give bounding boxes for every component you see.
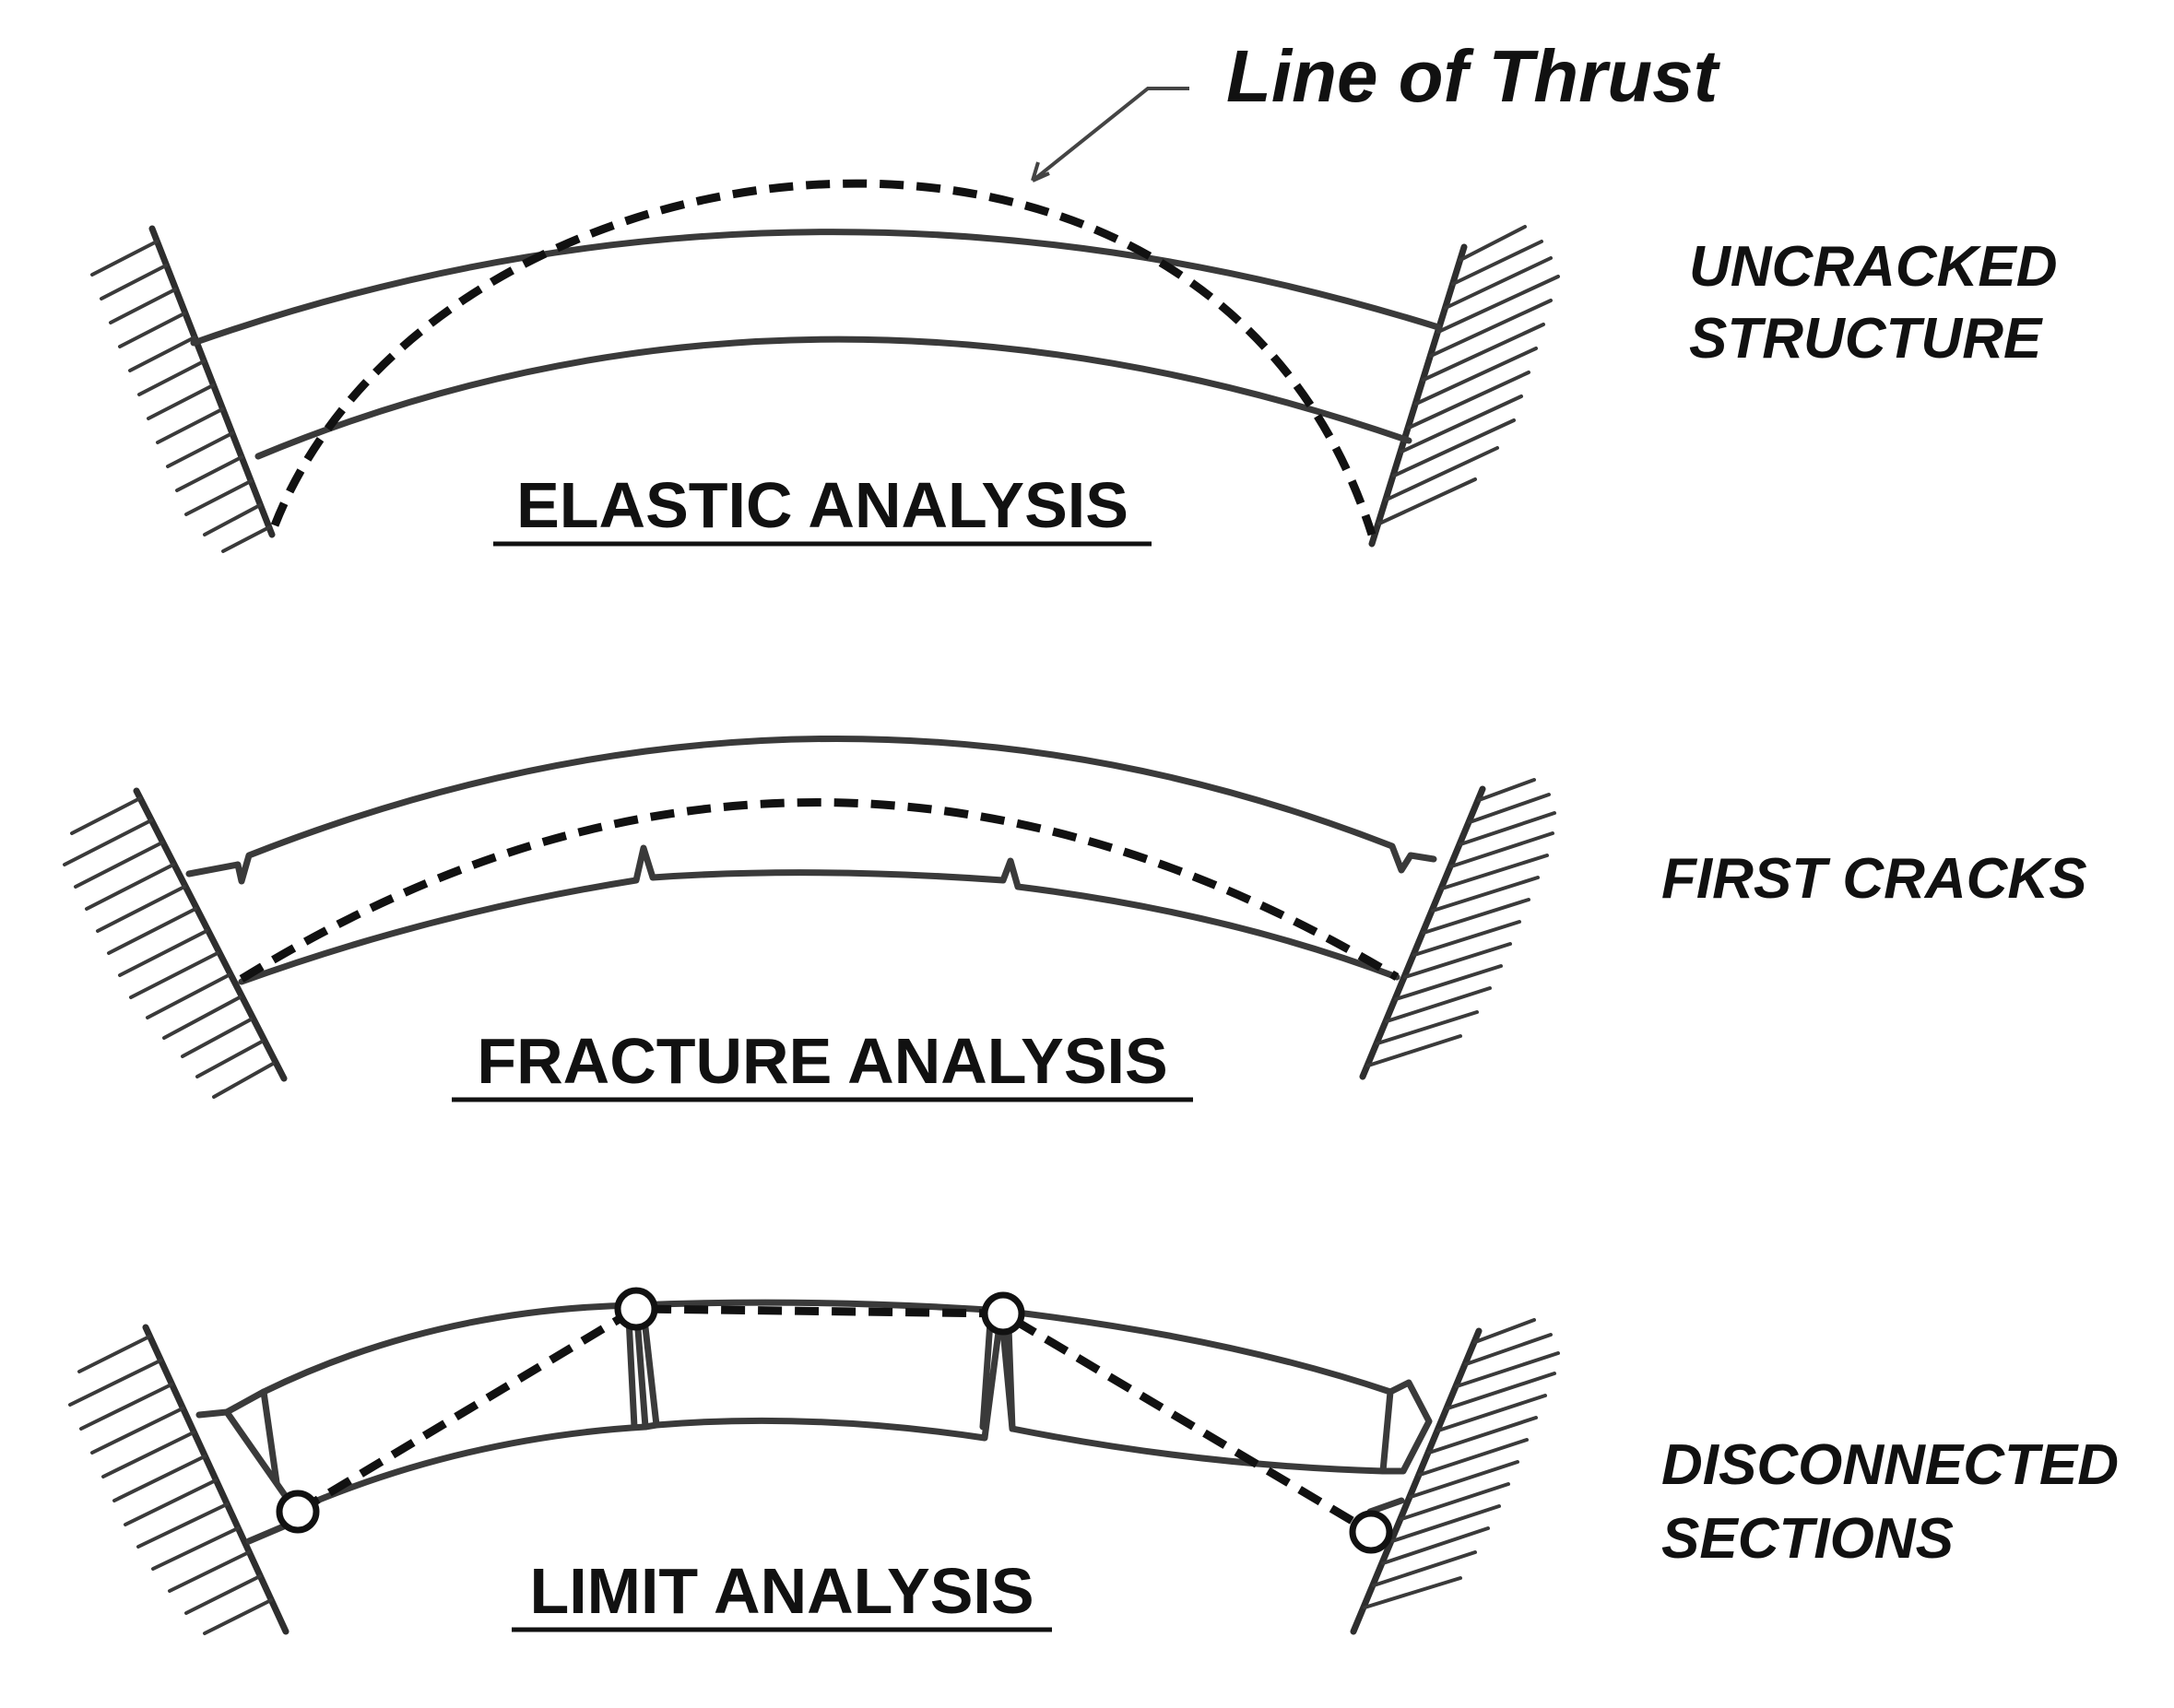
left-abutment	[63, 787, 288, 1099]
left-abutment	[68, 1324, 289, 1635]
panel-fracture	[63, 735, 1556, 1099]
crack-left-crown	[625, 1314, 660, 1431]
right-abutment	[1359, 778, 1556, 1080]
abutment-hatching	[90, 240, 271, 553]
hinge-marker	[1349, 1510, 1393, 1554]
arch-intrados	[238, 844, 1400, 985]
panel-limit	[68, 1287, 1560, 1635]
side-label-elastic-line2: STRUCTURE	[1689, 307, 2043, 371]
line-of-thrust	[295, 1304, 1374, 1536]
hinge-marker	[981, 1291, 1025, 1336]
abutment-hatching	[1377, 225, 1560, 525]
title-limit-analysis: LIMIT ANALYSIS	[529, 1555, 1034, 1627]
line-of-thrust	[270, 179, 1376, 536]
title-elastic-analysis: ELASTIC ANALYSIS	[516, 469, 1128, 541]
right-abutment	[1350, 1318, 1560, 1635]
thrust-callout-leader	[1031, 87, 1189, 183]
crown-arch-block	[632, 1299, 1005, 1442]
title-fracture-analysis: FRACTURE ANALYSIS	[477, 1025, 1167, 1097]
abutment-hatching	[1363, 1318, 1560, 1609]
line-of-thrust-callout: Line of Thrust	[1226, 35, 1721, 117]
right-springer-block	[1366, 1379, 1433, 1515]
panel-elastic	[90, 87, 1560, 553]
arch-intrados	[254, 336, 1412, 460]
left-abutment	[90, 225, 276, 553]
crack-right-crown	[979, 1318, 1016, 1432]
side-label-fracture: FIRST CRACKS	[1661, 847, 2087, 911]
side-label-limit-line1: DISCONNECTED	[1661, 1433, 2119, 1497]
right-arch-block	[998, 1307, 1394, 1475]
line-of-thrust	[239, 798, 1400, 983]
arch-extrados	[190, 229, 1442, 347]
side-label-limit-line2: SECTIONS	[1661, 1507, 1954, 1571]
hinge-marker	[614, 1287, 658, 1331]
right-abutment	[1368, 225, 1560, 548]
abutment-hatching	[1366, 778, 1556, 1067]
abutment-hatching	[68, 1335, 273, 1635]
side-label-elastic-line1: UNCRACKED	[1689, 235, 2058, 299]
hinge-marker	[276, 1490, 320, 1534]
arch-extrados	[185, 735, 1437, 885]
abutment-hatching	[63, 796, 275, 1099]
